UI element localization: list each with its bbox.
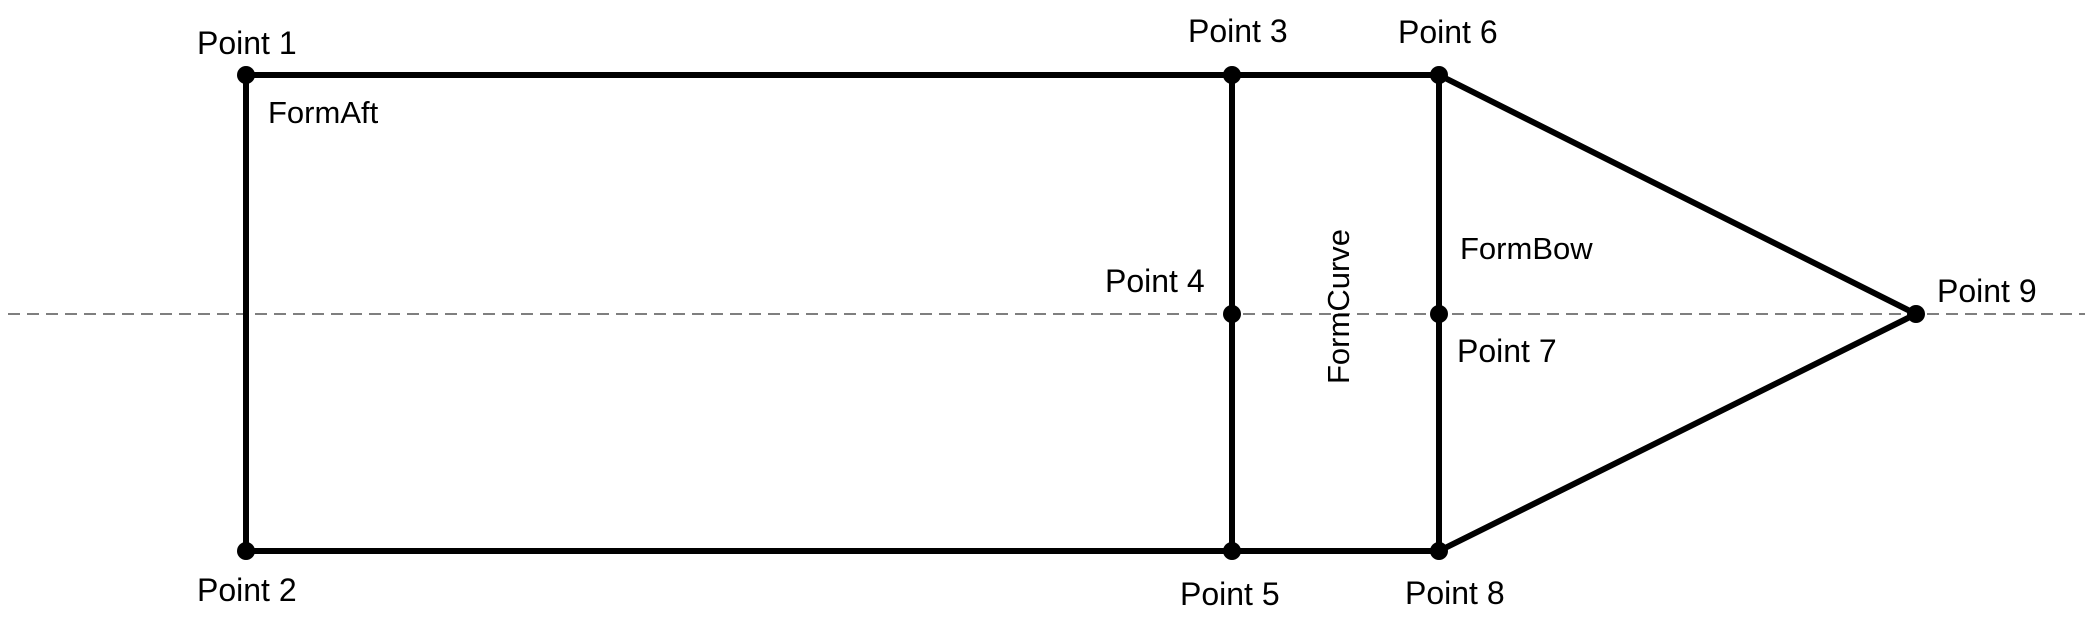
edge-p6-p9: [1436, 72, 1919, 317]
node-p1: [237, 66, 255, 84]
edge-p8-p9: [1436, 311, 1919, 554]
point-9-label: Point 9: [1937, 273, 2037, 309]
point-8-label: Point 8: [1405, 575, 1505, 611]
point-5-label: Point 5: [1180, 576, 1280, 612]
form-curve-label: FormCurve: [1321, 229, 1356, 384]
point-7-label: Point 7: [1457, 333, 1557, 369]
node-p3: [1223, 66, 1241, 84]
node-p8: [1430, 542, 1448, 560]
node-p6: [1430, 66, 1448, 84]
point-3-label: Point 3: [1188, 13, 1288, 49]
point-6-label: Point 6: [1398, 14, 1498, 50]
point-4-label: Point 4: [1105, 263, 1205, 299]
node-p9: [1907, 305, 1925, 323]
node-p7: [1430, 305, 1448, 323]
form-aft-label: FormAft: [268, 95, 379, 130]
outline-edges: [243, 72, 1919, 554]
point-nodes: [237, 66, 1925, 560]
node-p5: [1223, 542, 1241, 560]
form-bow-label: FormBow: [1460, 231, 1593, 266]
point-1-label: Point 1: [197, 25, 297, 61]
node-p4: [1223, 305, 1241, 323]
point-2-label: Point 2: [197, 572, 297, 608]
node-p2: [237, 542, 255, 560]
